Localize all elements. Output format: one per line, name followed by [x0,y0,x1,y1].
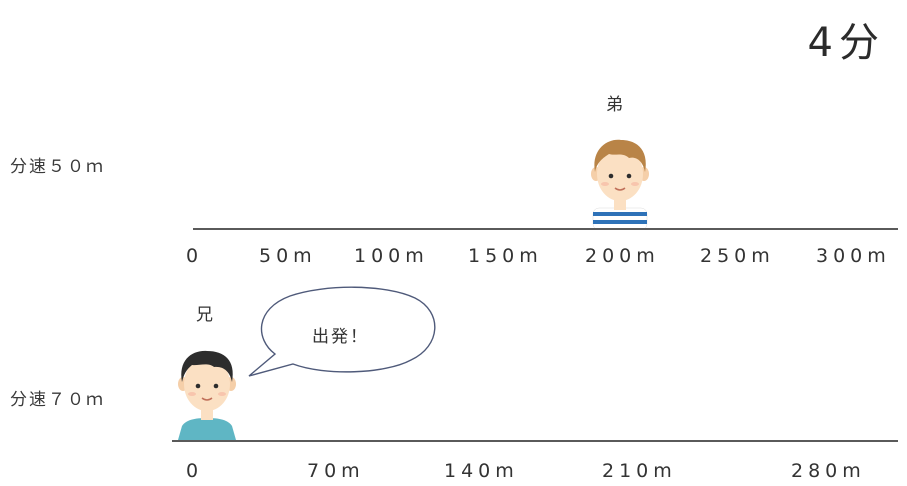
older-tick-280m: 280m [791,460,866,482]
older-brother-name: 兄 [196,305,213,325]
older-tick-140m: 140m [444,460,519,482]
speech-bubble-text: 出発！ [312,327,369,347]
older-track-line [172,440,898,442]
younger-tick-250m: 250m [700,245,775,267]
younger-brother-name: 弟 [606,95,623,115]
older-tick-210m: 210m [602,460,677,482]
older-tick-0: 0 [186,460,204,482]
younger-tick-100m: 100m [354,245,429,267]
younger-tick-200m: 200m [585,245,660,267]
older-tick-70m: 70m [307,460,365,482]
younger-tick-0: 0 [186,245,204,267]
younger-tick-50m: 50m [259,245,317,267]
older-speed-label: 分速７０ｍ [10,390,105,410]
younger-speed-label: 分速５０ｍ [10,157,105,177]
elapsed-time-label: 4分 [807,20,885,66]
younger-track-line [193,228,898,230]
younger-tick-150m: 150m [468,245,543,267]
older-brother-figure [178,350,236,440]
younger-tick-300m: 300m [816,245,891,267]
speech-bubble [248,286,436,377]
younger-brother-figure [591,139,649,230]
